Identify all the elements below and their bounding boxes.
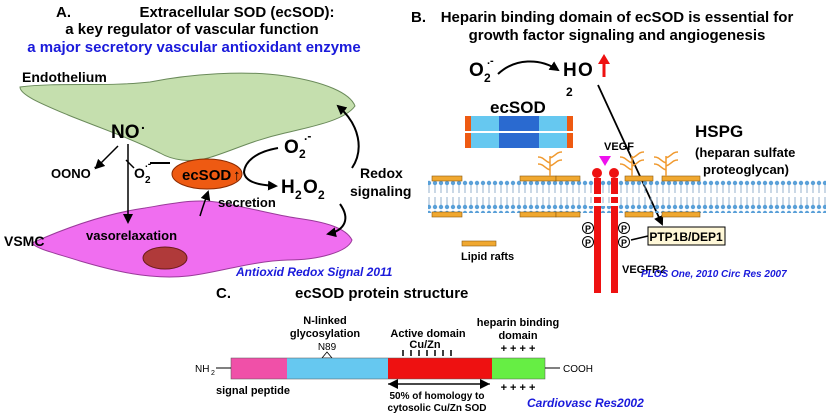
ptp-label: PTP1B/DEP1 <box>649 230 723 244</box>
ecsod-up-arrow: ↑ <box>233 167 241 184</box>
endothelium-cell <box>19 72 356 161</box>
homology-label-line1: 50% of homology to <box>390 391 485 402</box>
lipid-raft-legend-label: Lipid rafts <box>461 251 514 263</box>
hspg-chains <box>537 151 679 176</box>
no-radical-dot: . <box>141 116 145 132</box>
hspg-desc-line1: (heparan sulfate <box>695 145 795 160</box>
heparin-positive-charges-top: + + + + <box>501 343 536 355</box>
panel-a-title-line1: Extracellular SOD (ecSOD): <box>139 4 334 21</box>
vegfr2-receptor <box>588 168 619 293</box>
phospho-label-2: P <box>585 238 591 248</box>
heparin-positive-charges-bottom: + + + + <box>501 382 536 394</box>
secretion-arrow <box>199 190 211 217</box>
b-h2o-h: H <box>563 60 577 81</box>
superoxide-left-sub: 2 <box>145 175 151 186</box>
n-terminus-label: NH <box>195 364 209 375</box>
redox-label-line1: Redox <box>360 165 403 181</box>
phospho-label-4: P <box>621 238 627 248</box>
lipid-raft-markers <box>431 175 701 218</box>
no-to-oono-arrow <box>94 145 119 170</box>
panel-a: A. Extracellular SOD (ecSOD): a key regu… <box>4 4 411 279</box>
redox-to-vsmc-arrow <box>326 203 347 238</box>
superoxide-right-sub: 2 <box>299 147 306 161</box>
h2o2-sub1: 2 <box>295 188 302 202</box>
panel-c-title: ecSOD protein structure <box>295 285 468 302</box>
vasorelaxation-label: vasorelaxation <box>86 228 177 243</box>
superoxide-left-sup: .- <box>145 159 151 170</box>
ecsod-enzyme-oval <box>171 158 243 190</box>
b-superoxide-sup: .- <box>487 55 494 67</box>
h2o-increase-arrowhead <box>598 54 610 64</box>
ptp-inhibition-line <box>630 235 649 241</box>
hspg-desc-line2: proteoglycan) <box>703 162 789 177</box>
cell-membrane <box>428 180 826 213</box>
vegf-label: VEGF <box>604 141 634 153</box>
b-ecsod-label: ecSOD <box>490 98 546 117</box>
vsmc-cell <box>31 200 353 278</box>
dismutation-arrow <box>242 147 279 191</box>
panel-b-citation: PLOS One, 2010 Circ Res 2007 <box>641 269 787 280</box>
signal-peptide-segment <box>231 358 287 379</box>
homology-label-line2: cytosolic Cu/Zn SOD <box>388 403 487 414</box>
heparin-domain-label-line1: heparin binding <box>477 317 560 329</box>
panel-a-letter: A. <box>56 4 71 21</box>
signal-peptide-label: signal peptide <box>216 385 290 397</box>
heparin-domain-label-line2: domain <box>498 330 537 342</box>
redox-label-line2: signaling <box>350 183 411 199</box>
ecsod-tetramer <box>465 116 573 148</box>
panel-b-title-line1: Heparin binding domain of ecSOD is essen… <box>441 9 794 26</box>
h2o2-o: O <box>303 177 318 198</box>
c-terminus-label: COOH <box>563 364 593 375</box>
ecsod-protein-bar <box>230 357 546 380</box>
superoxide-left-label: O <box>134 165 145 181</box>
phospho-label-1: P <box>585 224 591 234</box>
panel-c-letter: C. <box>216 285 231 302</box>
active-domain-label: Active domain <box>390 328 465 340</box>
n-linked-label-line1: N-linked <box>303 315 346 327</box>
panel-c: C. ecSOD protein structure N-linked glyc… <box>195 285 644 414</box>
lipid-raft-legend-swatch <box>461 240 497 247</box>
h2o2-sub2: 2 <box>318 188 325 202</box>
superoxide-right-label: O <box>284 137 299 158</box>
heparin-binding-segment <box>492 358 545 379</box>
vegfr2-label: VEGFR2 <box>622 264 666 276</box>
b-superoxide-label: O <box>469 60 484 81</box>
n-terminus-sub: 2 <box>211 370 215 377</box>
redox-to-endothelium-arrow <box>336 104 360 169</box>
superoxide-right-sup: .- <box>304 129 311 143</box>
panel-c-citation: Cardiovasc Res2002 <box>527 396 644 410</box>
glycosylation-segment <box>287 358 388 379</box>
superoxide-to-oono-link <box>125 159 135 169</box>
panel-a-citation: Antioxid Redox Signal 2011 <box>235 265 393 279</box>
phospho-label-3: P <box>621 224 627 234</box>
b-h2o-sub: 2 <box>566 85 573 99</box>
hspg-label: HSPG <box>695 122 743 141</box>
panel-b: B. Heparin binding domain of ecSOD is es… <box>411 9 826 293</box>
secretion-label: secretion <box>218 195 276 210</box>
endothelium-label: Endothelium <box>22 69 107 85</box>
active-domain-segment <box>388 358 492 379</box>
vegf-ligand <box>599 156 611 166</box>
ptp-box <box>647 226 726 246</box>
b-h2o-o: O <box>578 60 593 81</box>
h2o2-h: H <box>281 177 295 198</box>
ecsod-label: ecSOD <box>182 167 231 184</box>
n89-label: N89 <box>318 342 337 353</box>
b-superoxide-sub: 2 <box>484 71 491 85</box>
no-label: NO <box>111 122 140 143</box>
peroxynitrite-label: OONO <box>51 166 91 181</box>
b-dismutation-arrow <box>497 60 560 75</box>
metal-binding-ticks <box>402 350 452 356</box>
n-linked-label-line2: glycosylation <box>290 328 361 340</box>
vsmc-label: VSMC <box>4 233 44 249</box>
phosphorylation-sites: P P P P <box>582 222 630 248</box>
cu-zn-label: Cu/Zn <box>409 339 440 351</box>
vsmc-nucleus <box>142 246 188 270</box>
panel-b-letter: B. <box>411 9 426 26</box>
panel-a-title-line2: a key regulator of vascular function <box>65 21 318 38</box>
panel-a-subtitle: a major secretory vascular antioxidant e… <box>27 39 360 56</box>
panel-b-title-line2: growth factor signaling and angiogenesis <box>469 27 766 44</box>
